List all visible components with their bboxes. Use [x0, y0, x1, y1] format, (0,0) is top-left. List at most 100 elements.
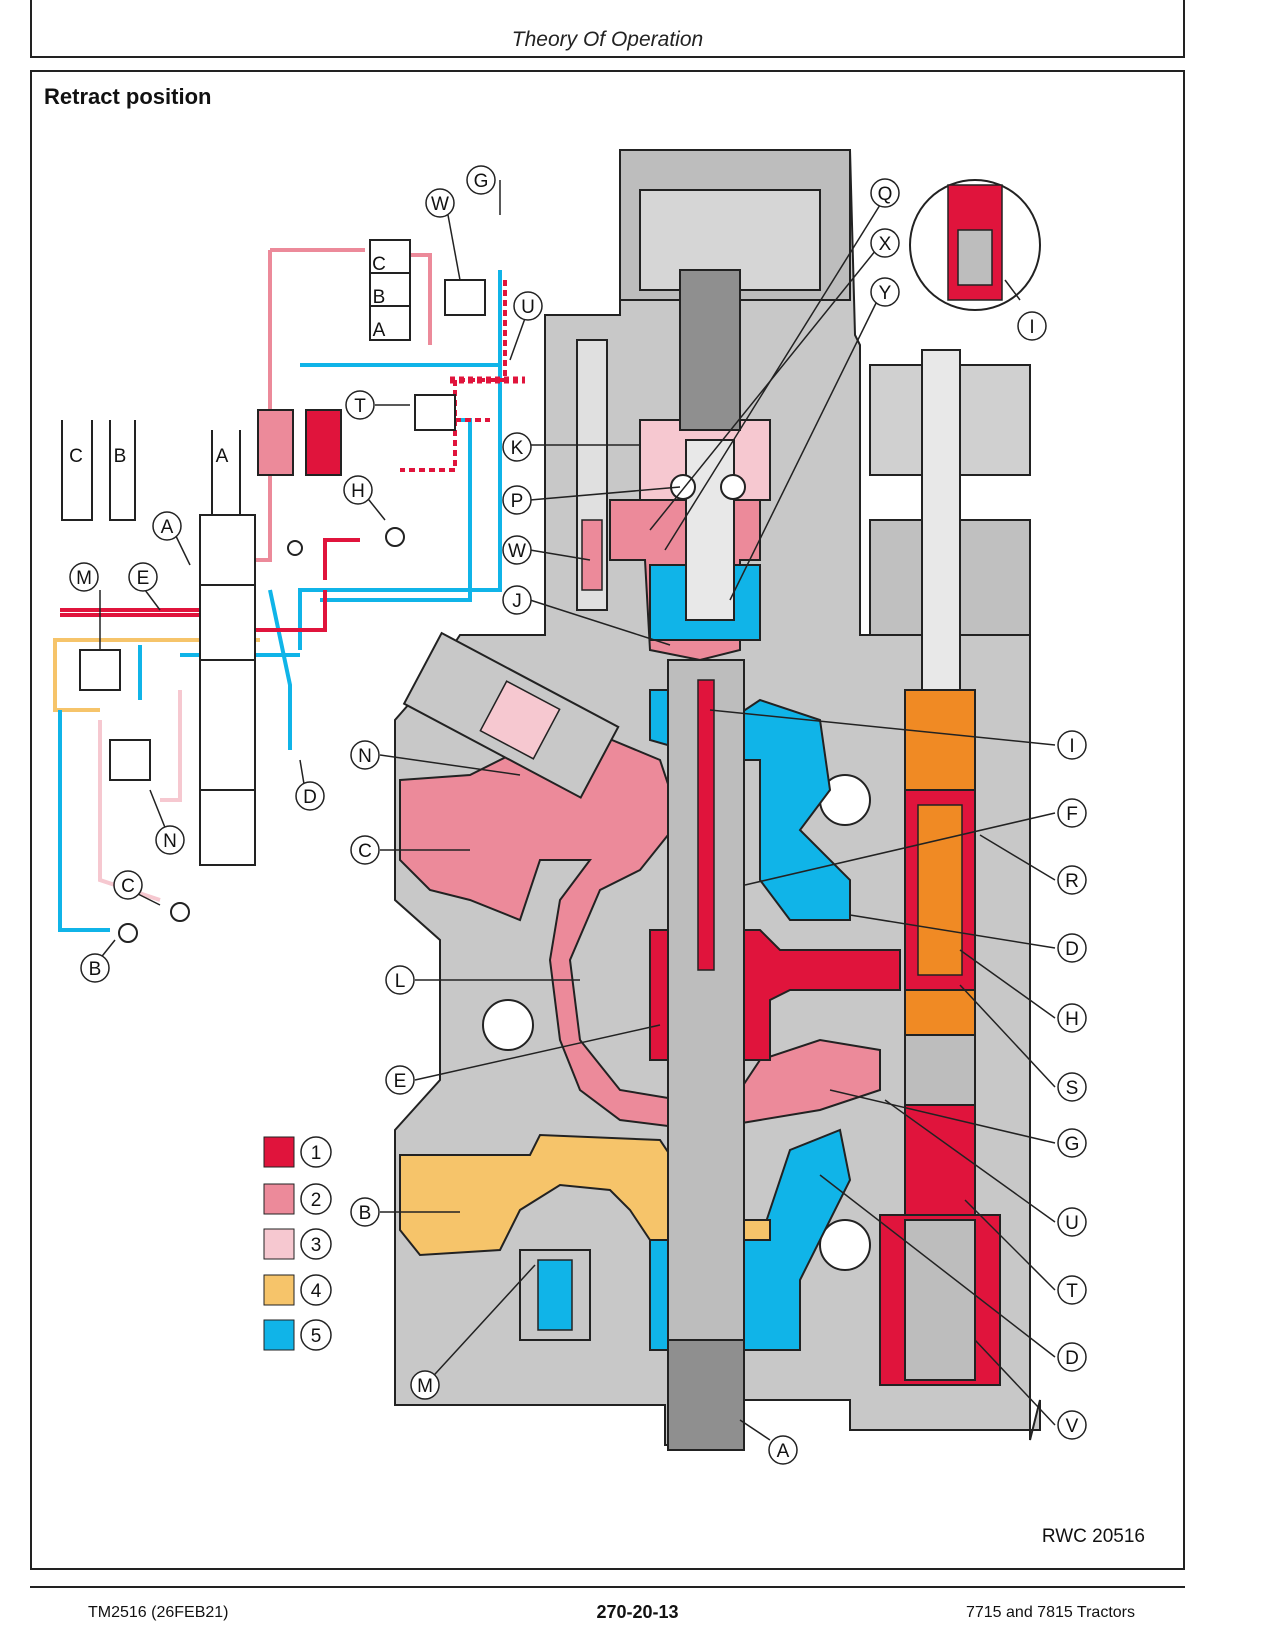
svg-text:B: B	[114, 446, 127, 467]
callout-r: R	[1057, 865, 1087, 895]
svg-text:E: E	[137, 568, 150, 589]
footer-page-number: 270-20-13	[596, 1602, 679, 1622]
callout-w: W	[502, 535, 532, 565]
callout-c: C	[350, 835, 380, 865]
callout-y: Y	[870, 277, 900, 307]
callout-c-left: C	[113, 870, 143, 900]
callout-i-inset: I	[1017, 311, 1047, 341]
schematic-position-labels: C B A C B A	[69, 254, 386, 467]
svg-text:D: D	[1065, 939, 1079, 960]
callout-p: P	[502, 485, 532, 515]
callout-q: Q	[870, 178, 900, 208]
svg-text:S: S	[1066, 1078, 1079, 1099]
legend-item-2: 2	[263, 1183, 332, 1215]
callout-t-top: T	[345, 390, 375, 420]
callout-s: S	[1057, 1072, 1087, 1102]
svg-text:B: B	[359, 1203, 372, 1224]
footer-rule	[30, 1586, 1185, 1588]
svg-text:1: 1	[311, 1143, 322, 1164]
svg-text:K: K	[511, 438, 524, 459]
callout-a-left: A	[152, 511, 182, 541]
svg-text:W: W	[508, 541, 526, 562]
svg-text:Q: Q	[878, 184, 893, 205]
svg-text:4: 4	[311, 1281, 322, 1302]
svg-text:Y: Y	[879, 283, 892, 304]
legend-item-5: 5	[263, 1319, 332, 1351]
svg-text:B: B	[89, 959, 102, 980]
svg-text:F: F	[1066, 804, 1078, 825]
callout-b: B	[350, 1197, 380, 1227]
color-legend: 1 2 3 4 5	[263, 1136, 332, 1351]
callouts: G W U T H A M E D N C B Q X Y I K P W J …	[69, 165, 1087, 1465]
right-relief-valve	[879, 349, 1001, 1386]
footer-product-name: 7715 and 7815 Tractors	[965, 1604, 1135, 1621]
svg-text:A: A	[216, 446, 229, 467]
svg-text:A: A	[373, 320, 386, 341]
svg-text:C: C	[358, 841, 372, 862]
callout-a: A	[768, 1435, 798, 1465]
svg-text:H: H	[1065, 1009, 1079, 1030]
svg-text:E: E	[394, 1071, 407, 1092]
svg-text:3: 3	[311, 1235, 322, 1256]
callout-k: K	[502, 432, 532, 462]
callout-j: J	[502, 585, 532, 615]
svg-text:G: G	[1065, 1134, 1080, 1155]
callout-u: U	[1057, 1207, 1087, 1237]
svg-text:C: C	[121, 876, 135, 897]
svg-text:N: N	[163, 831, 177, 852]
svg-text:5: 5	[311, 1326, 322, 1347]
callout-g: G	[1057, 1128, 1087, 1158]
svg-text:I: I	[1069, 736, 1074, 757]
figure-frame	[30, 70, 1185, 1570]
legend-item-4: 4	[263, 1274, 332, 1306]
legend-item-3: 3	[263, 1228, 332, 1260]
svg-text:G: G	[474, 171, 489, 192]
figure-id: RWC 20516	[1041, 1526, 1145, 1547]
svg-text:V: V	[1066, 1416, 1079, 1437]
svg-text:N: N	[358, 746, 372, 767]
legend-item-1: 1	[263, 1136, 332, 1168]
callout-h-left: H	[343, 475, 373, 505]
detail-inset-i	[909, 179, 1041, 311]
svg-text:D: D	[1065, 1348, 1079, 1369]
callout-e: E	[385, 1065, 415, 1095]
callout-u-top: U	[513, 291, 543, 321]
page-header: Theory Of Operation	[30, 0, 1185, 58]
header-title: Theory Of Operation	[511, 28, 704, 51]
svg-text:C: C	[69, 446, 83, 467]
callout-x: X	[870, 228, 900, 258]
svg-text:C: C	[372, 254, 386, 275]
svg-text:X: X	[879, 234, 892, 255]
callout-n-left: N	[155, 825, 185, 855]
svg-text:U: U	[521, 297, 535, 318]
svg-text:P: P	[511, 491, 524, 512]
svg-text:M: M	[417, 1376, 433, 1397]
svg-text:M: M	[76, 568, 92, 589]
callout-t: T	[1057, 1275, 1087, 1305]
callout-f: F	[1057, 798, 1087, 828]
callout-w-top: W	[425, 188, 455, 218]
callout-e-left: E	[128, 562, 158, 592]
svg-text:B: B	[373, 287, 386, 308]
svg-text:A: A	[777, 1441, 790, 1462]
svg-text:R: R	[1065, 871, 1079, 892]
callout-l: L	[385, 965, 415, 995]
svg-text:A: A	[161, 517, 174, 538]
svg-text:U: U	[1065, 1213, 1079, 1234]
callout-n: N	[350, 740, 380, 770]
callout-b-left: B	[80, 953, 110, 983]
svg-text:I: I	[1029, 317, 1034, 338]
svg-text:W: W	[431, 194, 449, 215]
callout-m-left: M	[69, 562, 99, 592]
callout-g-top: G	[466, 165, 496, 195]
footer-manual-id: TM2516 (26FEB21)	[88, 1604, 229, 1621]
callout-h: H	[1057, 1003, 1087, 1033]
callout-v: V	[1057, 1410, 1087, 1440]
callout-d-1: D	[1057, 933, 1087, 963]
svg-text:T: T	[1066, 1281, 1078, 1302]
callout-leader-lines	[94, 180, 1056, 1441]
section-title: Retract position	[44, 84, 212, 109]
hydraulic-schematic	[53, 239, 525, 943]
svg-text:2: 2	[311, 1190, 322, 1211]
callout-d-2: D	[1057, 1342, 1087, 1372]
